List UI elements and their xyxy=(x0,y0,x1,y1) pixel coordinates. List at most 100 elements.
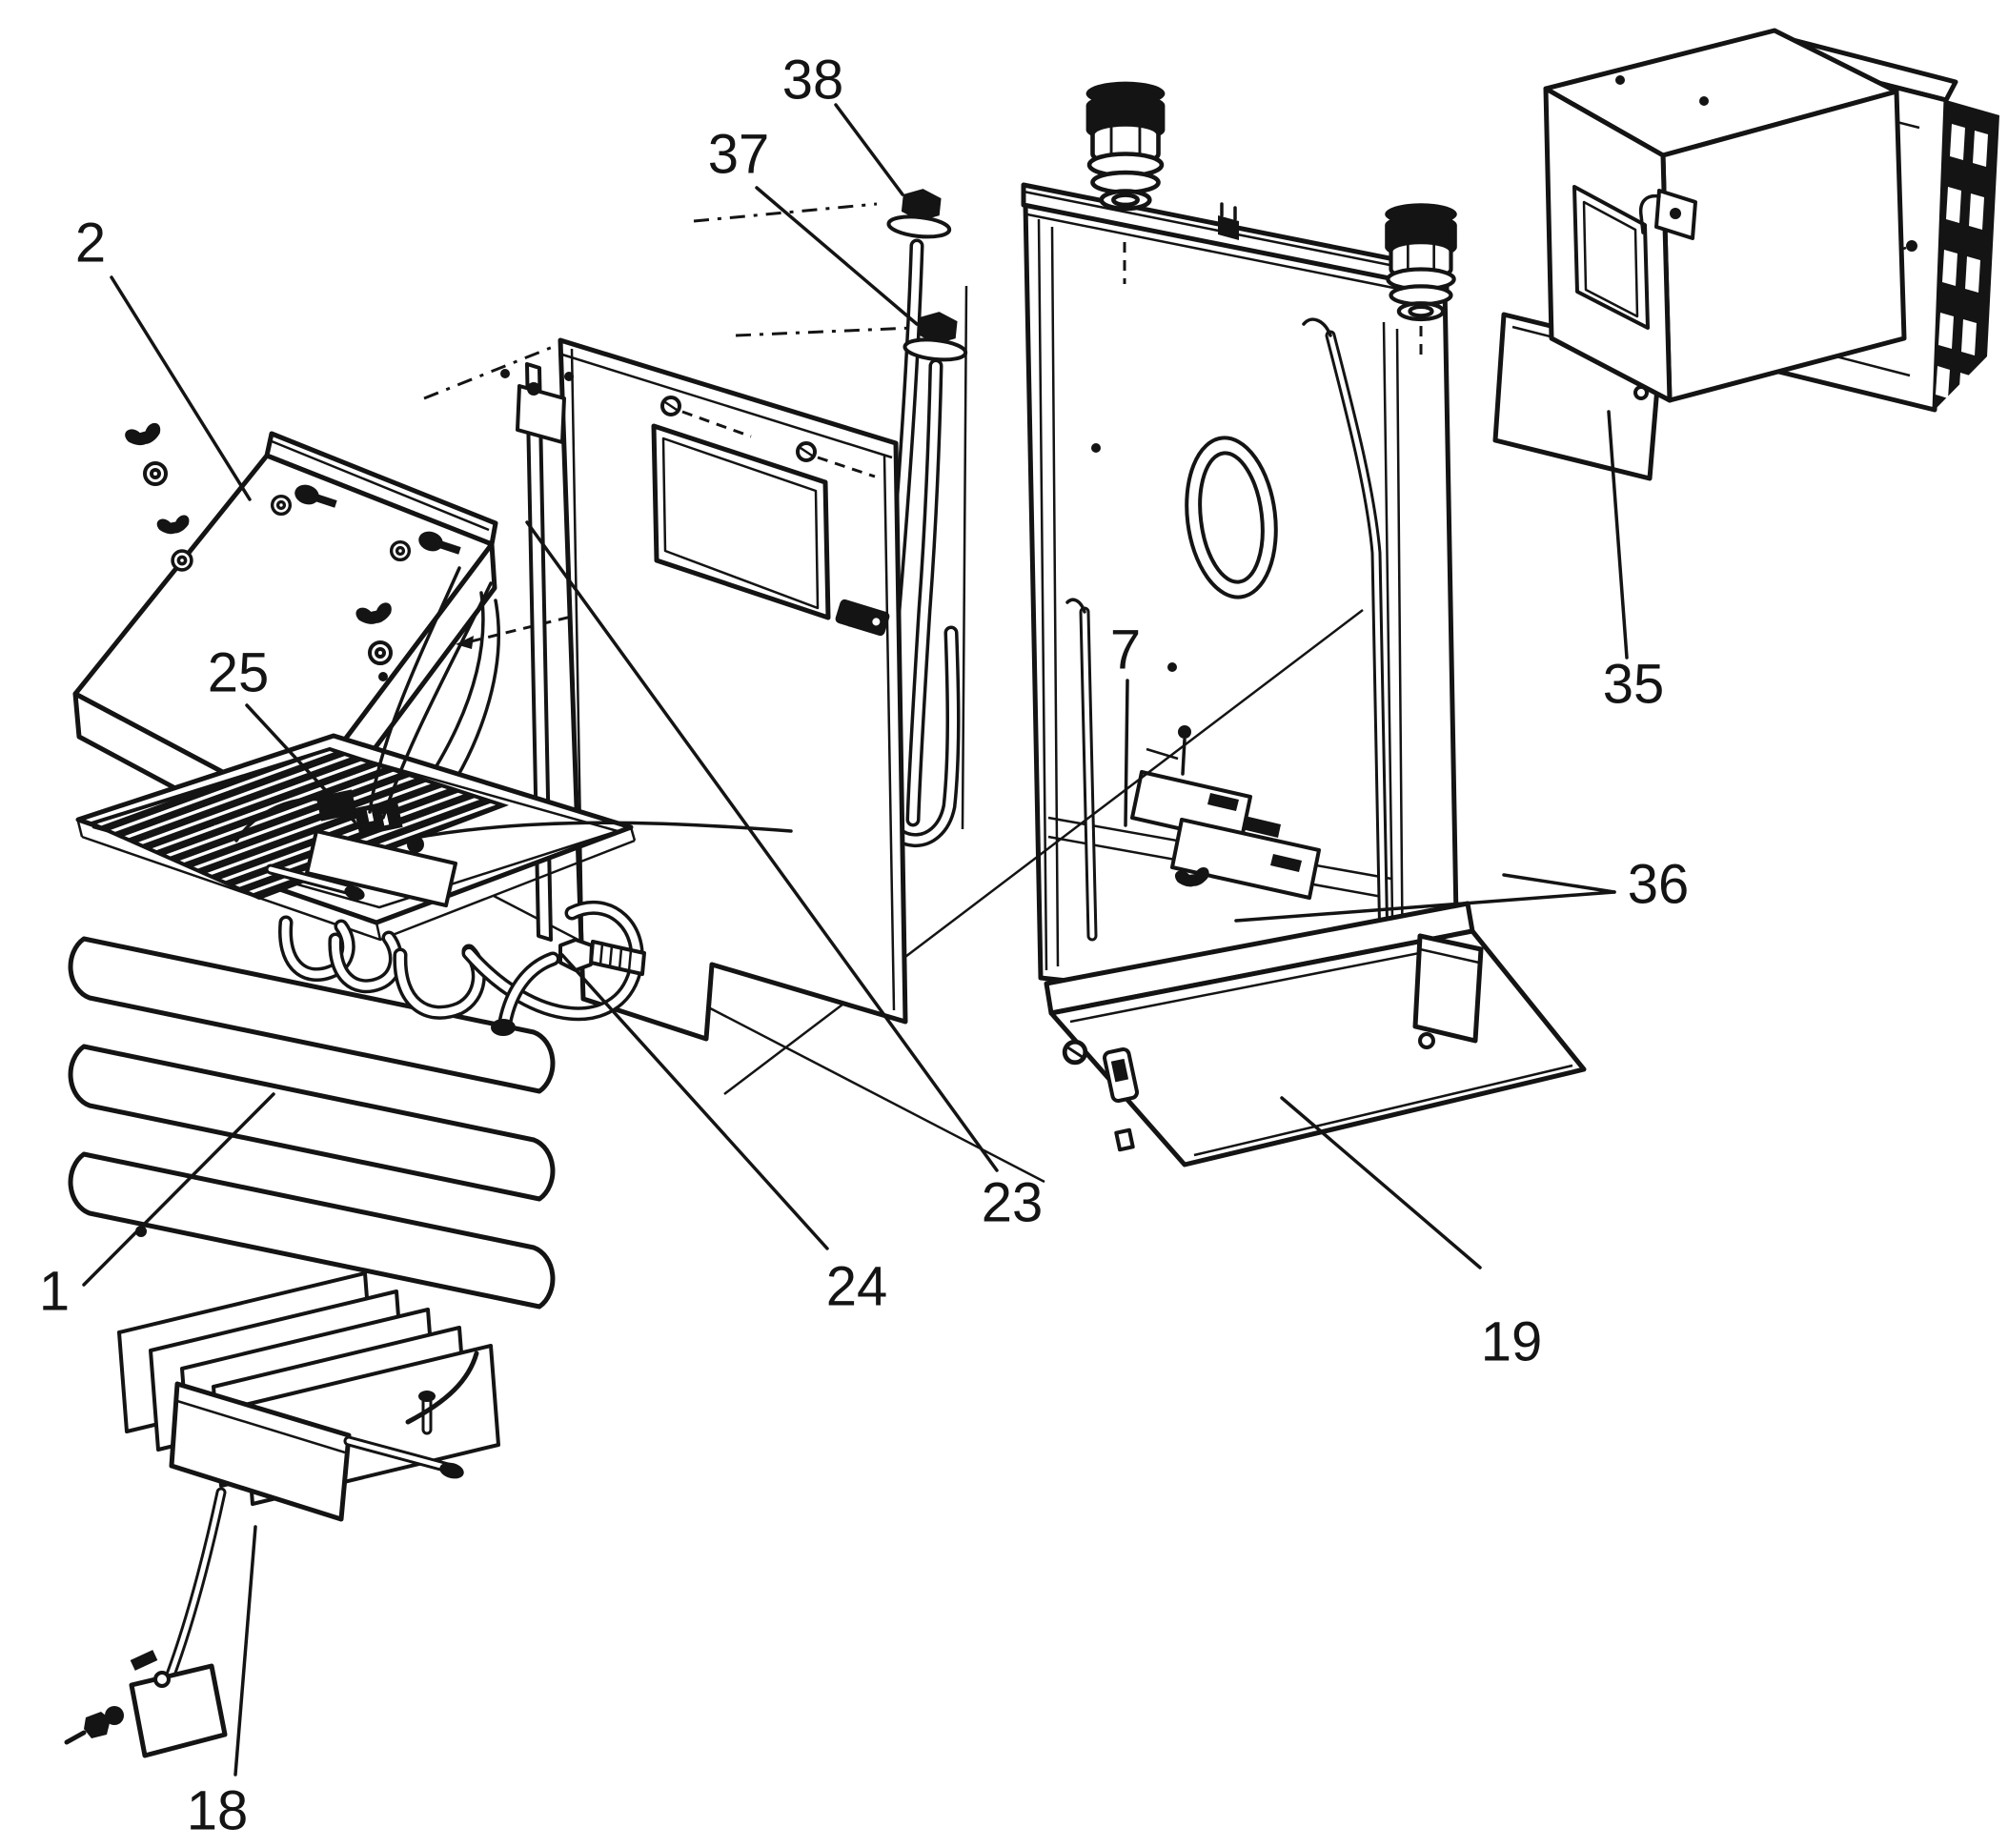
callout-label-36: 36 xyxy=(1628,854,1690,916)
hex-fitting-stack-icon xyxy=(1385,203,1457,319)
terminal-block xyxy=(234,566,793,907)
valve-hex xyxy=(84,1712,111,1738)
washer-icon xyxy=(143,461,168,486)
weld-stud xyxy=(1167,662,1177,672)
callout-label-37: 37 xyxy=(708,124,770,186)
pan-flap-hinge xyxy=(1419,947,1480,965)
pipe-cap xyxy=(418,1391,436,1402)
callout-label-19: 19 xyxy=(1481,1311,1543,1373)
elbow-end xyxy=(491,1019,516,1036)
wire xyxy=(234,797,345,843)
louver-cells xyxy=(1936,124,1988,405)
wing-nut-icon xyxy=(123,421,164,449)
panel-screw-icon xyxy=(796,441,817,462)
fitting-axis-lines xyxy=(1123,242,1423,362)
callout-leader-36 xyxy=(1502,873,1616,894)
callout-label-24: 24 xyxy=(826,1256,888,1318)
wire xyxy=(368,566,461,814)
rod-top-curl xyxy=(1302,317,1332,337)
bracket-screw xyxy=(527,382,540,396)
hex-nut xyxy=(558,938,594,972)
callout-leader-24 xyxy=(560,953,829,1250)
rail-clip xyxy=(1218,215,1239,240)
pan-flap xyxy=(1412,933,1484,1044)
callout-label-2: 2 xyxy=(75,213,106,274)
bracket-pad xyxy=(1207,793,1239,811)
callout-leader-35 xyxy=(1607,410,1629,660)
bracket-pad xyxy=(1270,854,1302,872)
bolt-axis-line xyxy=(693,202,878,223)
callout-leader-19 xyxy=(1280,1096,1482,1269)
heat-exchanger-tank xyxy=(68,566,793,1310)
callout-leader-38 xyxy=(834,103,904,196)
rod-top-curl xyxy=(1065,598,1086,614)
flange-bolt-icon xyxy=(885,183,956,242)
callout-label-35: 35 xyxy=(1603,654,1665,716)
coil-band xyxy=(68,1044,556,1202)
panel-window-inner xyxy=(661,437,820,610)
pan-switch[interactable] xyxy=(1102,1046,1140,1104)
screw-axis xyxy=(681,410,752,438)
tank-plumbing xyxy=(265,863,644,1022)
bracket-screw xyxy=(564,372,574,381)
threaded-elbow-fitting xyxy=(491,938,646,1036)
pointer-arrowhead-icon xyxy=(456,636,474,649)
wire-long xyxy=(408,821,793,841)
callout-label-23: 23 xyxy=(982,1172,1044,1234)
rail-clip-prongs xyxy=(1220,202,1237,221)
screw-axis xyxy=(817,456,876,478)
coil-band xyxy=(68,1151,556,1310)
washer-icon xyxy=(389,539,412,562)
pan-slot xyxy=(1114,1127,1135,1152)
box-recess-inner xyxy=(1582,200,1639,318)
door-screw xyxy=(1906,240,1917,252)
callout-label-18: 18 xyxy=(187,1780,249,1842)
valve-washer xyxy=(153,1671,171,1688)
strip-screw xyxy=(500,369,510,378)
callout-leader-1 xyxy=(82,1092,275,1287)
callout-leader-36 xyxy=(1234,890,1616,923)
igniter-tube xyxy=(405,1350,479,1425)
side-strip xyxy=(525,362,553,942)
gas-coupling xyxy=(835,599,890,637)
callout-leader-23 xyxy=(525,520,999,1172)
wing-nut-icon xyxy=(155,514,192,537)
projection-line xyxy=(723,609,1364,1095)
panel-corner-bracket xyxy=(516,384,566,444)
box-screw xyxy=(1699,96,1709,106)
pipe-cap xyxy=(344,885,365,901)
projection-lines xyxy=(423,202,1423,1184)
valve-body xyxy=(129,1663,228,1758)
hex-fitting-stack-icon xyxy=(1086,82,1166,209)
burner-box xyxy=(169,1381,352,1522)
callout-label-25: 25 xyxy=(208,642,270,704)
washer-icon xyxy=(270,494,293,517)
washer-icon xyxy=(368,640,393,665)
coil-band xyxy=(68,936,556,1094)
callout-leader-25 xyxy=(245,703,356,823)
washer-icon xyxy=(171,549,193,572)
callout-label-7: 7 xyxy=(1110,619,1141,681)
wire xyxy=(381,581,493,820)
case-oval-opening xyxy=(1185,436,1278,599)
pan-screw-icon xyxy=(1065,1042,1085,1063)
bolt-axis-line xyxy=(735,326,914,337)
callout-label-1: 1 xyxy=(39,1261,70,1323)
weld-stud xyxy=(1091,443,1101,453)
pan-lip-lines xyxy=(1069,944,1573,1157)
valve-tab xyxy=(130,1650,158,1671)
tank-fin-core xyxy=(86,746,510,901)
callout-leader-2 xyxy=(110,275,252,501)
box-latch-pin xyxy=(1670,208,1681,219)
manifold-cap xyxy=(439,1462,464,1479)
panel-fold-lines xyxy=(561,348,896,1011)
axis-line xyxy=(423,343,558,400)
terminal-body xyxy=(354,799,403,837)
callout-leader-18 xyxy=(233,1525,257,1777)
bracket-pad xyxy=(1242,816,1281,838)
cover-ridge-line xyxy=(271,439,490,532)
callout-label-38: 38 xyxy=(782,50,844,112)
callout-leader-7 xyxy=(1124,679,1129,827)
